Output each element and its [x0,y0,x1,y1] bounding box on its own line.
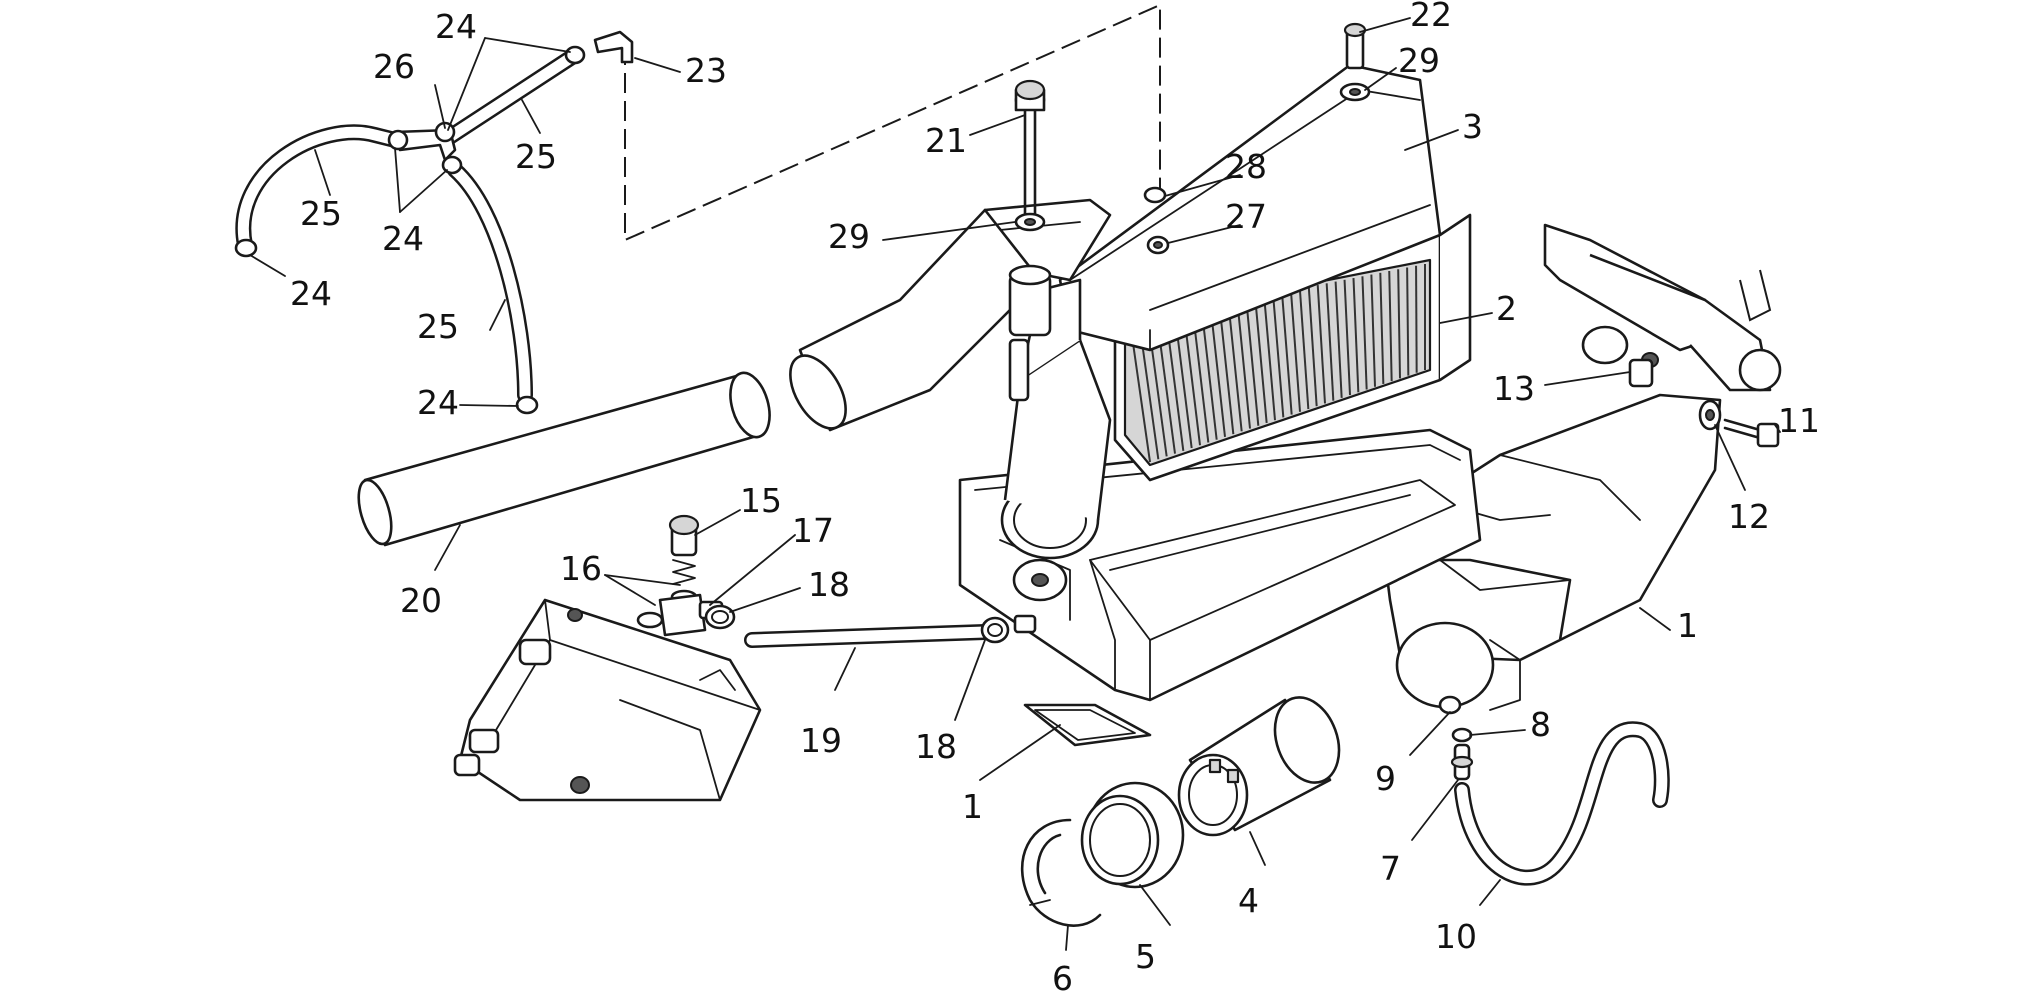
filter-pleat [1289,290,1301,412]
drain-hose-19 [744,624,993,648]
callout-labels: 24 22 26 23 29 25 25 21 3 24 28 27 29 24… [290,0,1820,996]
callout-28: 28 [1225,147,1267,186]
callout-8: 8 [1530,705,1551,744]
filter-pleat [1280,292,1293,415]
callout-4: 4 [1238,881,1259,920]
right-margin-band [1966,0,2044,996]
callout-20: 20 [400,581,442,620]
filter-pleat [1388,271,1393,382]
callout-24-mid: 24 [382,219,424,258]
callout-5: 5 [1135,937,1156,976]
washer-29-left [1014,212,1046,232]
filter-pleat [1379,272,1385,384]
filter-pleat [1245,299,1260,426]
elbow-23 [593,30,634,64]
assembly-dashed-line [624,3,1161,242]
callout-1-right: 1 [1677,606,1698,645]
bolt-9 [1438,695,1462,715]
callout-25-lower: 25 [417,307,459,346]
callout-11: 11 [1778,401,1820,440]
filter-pleat [1370,274,1376,387]
drain-bolt-15 [668,514,700,557]
callout-3: 3 [1462,107,1483,146]
leader-lines [249,17,1781,951]
callout-17: 17 [792,511,834,550]
breather-hose-25-c [447,162,533,403]
filter-pleat [1209,306,1226,438]
frame-tube-bracket [1543,223,1782,392]
filter-pleat [1272,293,1285,418]
clip-24-group [234,45,586,415]
spring-clip-6 [1020,818,1102,927]
callout-18-lower: 18 [915,727,957,766]
filter-pleat [1343,279,1351,396]
inlet-sleeve-4 [1177,696,1341,837]
air-inlet-duct [789,208,1112,602]
callout-24-top: 24 [435,7,477,46]
callout-15: 15 [740,481,782,520]
filter-pleat [1307,286,1318,407]
filter-pleat [1406,267,1410,376]
spacer-13 [1628,358,1654,388]
callout-27: 27 [1225,197,1267,236]
callout-24-lower: 24 [417,383,459,422]
hose-clamp-18-a [704,604,736,630]
filter-pleat [1254,297,1268,424]
callout-18-upper: 18 [808,565,850,604]
washer-8 [1451,727,1473,743]
gasket-plate-1 [1023,703,1152,747]
filter-pleat [1236,300,1251,429]
long-bolt-21 [1014,79,1046,222]
callout-16: 16 [560,549,602,588]
callout-24-left: 24 [290,274,332,313]
filter-box-lower-housing [1383,393,1722,711]
callout-26: 26 [373,47,415,86]
filter-pleat [1415,265,1418,373]
callout-9: 9 [1375,759,1396,798]
callout-29-mid: 29 [828,217,870,256]
intake-tube-20 [357,371,771,547]
grommet-28 [1143,186,1167,204]
battery-tray [453,598,762,802]
callout-25-left: 25 [300,194,342,233]
filter-pleat [1361,276,1368,390]
hose-clamp-18-b [980,614,1037,644]
filter-pleat [1218,304,1235,435]
callout-23: 23 [685,51,727,90]
callout-29-top: 29 [1398,41,1440,80]
filter-pleat [1298,288,1310,410]
nut-27 [1146,235,1170,255]
breather-fitting-7 [1450,743,1474,781]
filter-pleat [1227,302,1243,432]
callout-13: 13 [1493,369,1535,408]
bolt-11 [1723,418,1780,448]
callout-22: 22 [1410,0,1452,34]
breather-hose-25-a [235,124,403,253]
spring-17 [672,559,696,585]
filter-pleat [1334,281,1343,398]
callout-6: 6 [1052,959,1073,996]
washer-12 [1698,399,1722,431]
callout-21: 21 [925,121,967,160]
callout-2: 2 [1496,289,1517,328]
callout-7: 7 [1380,849,1401,888]
drain-hose-10 [1454,721,1670,886]
washer-29-right [1339,82,1371,102]
filter-pleat [1325,283,1335,401]
breather-hose-25-b [437,47,583,148]
filter-pleat [1316,285,1326,404]
callout-25-upper: 25 [515,137,557,176]
callout-12: 12 [1728,497,1770,536]
filter-pleat [1397,269,1401,379]
callout-1-lower: 1 [962,787,983,826]
rubber-ring-5 [1080,781,1185,889]
left-margin-band [0,0,78,996]
filter-pleat [1263,295,1276,421]
callout-19: 19 [800,721,842,760]
callout-10: 10 [1435,917,1477,956]
filter-pleat [1352,278,1360,393]
spacer-sleeve [1008,264,1052,337]
